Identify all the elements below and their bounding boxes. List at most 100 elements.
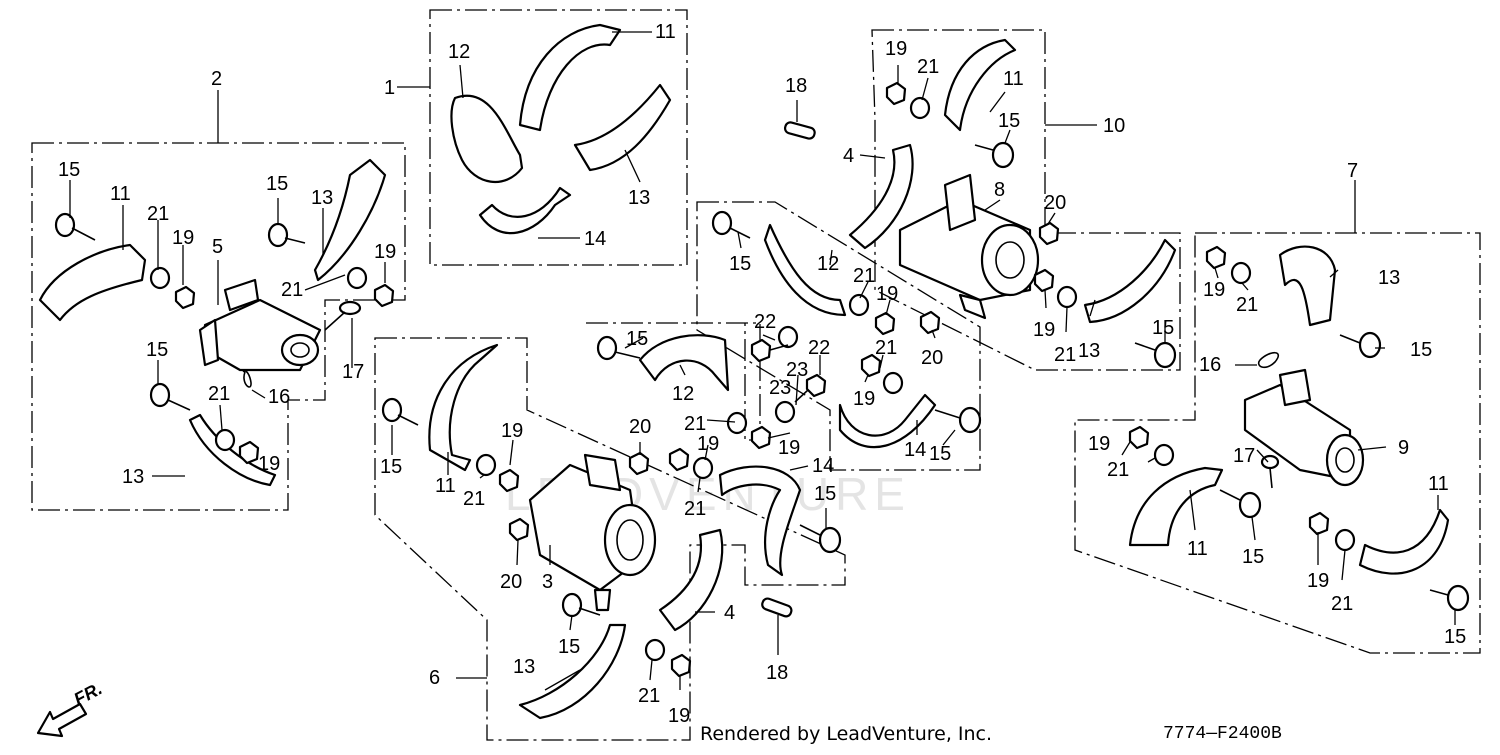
tine-13-center <box>518 623 627 720</box>
callout-21: 21 <box>853 265 875 287</box>
tine-11-left <box>38 243 147 322</box>
nut-20 <box>508 221 1060 542</box>
callout-15: 15 <box>380 456 402 478</box>
callout-19: 19 <box>853 388 875 410</box>
callout-21: 21 <box>208 383 230 405</box>
callout-20: 20 <box>1044 192 1066 214</box>
callout-20: 20 <box>921 347 943 369</box>
bolt-22 <box>750 338 827 403</box>
callout-15: 15 <box>558 636 580 658</box>
group-box-1 <box>429 9 688 266</box>
callout-12: 12 <box>817 253 839 275</box>
tine-13-upper <box>573 83 672 172</box>
callout-11: 11 <box>110 183 131 205</box>
callout-15: 15 <box>729 253 751 275</box>
callout-13: 13 <box>1078 340 1100 362</box>
bolt-15 <box>54 141 1470 618</box>
callout-15: 15 <box>58 159 80 181</box>
callout-18: 18 <box>785 75 807 97</box>
nut-19 <box>174 81 1330 678</box>
tine-13-right <box>1083 238 1177 324</box>
callout-21: 21 <box>281 279 303 301</box>
leader-lines <box>69 31 1456 691</box>
callout-19: 19 <box>172 227 194 249</box>
callout-19: 19 <box>876 283 898 305</box>
callout-14: 14 <box>584 228 606 250</box>
callout-19: 19 <box>501 420 523 442</box>
callout-15: 15 <box>1152 317 1174 339</box>
callout-15: 15 <box>998 110 1020 132</box>
credit-text: Rendered by LeadVenture, Inc. <box>700 723 992 745</box>
callout-9: 9 <box>1398 437 1409 459</box>
group-box-7 <box>1074 232 1481 654</box>
drawing-code: 7774—F2400B <box>1163 724 1282 744</box>
callout-2: 2 <box>211 68 222 90</box>
callout-13: 13 <box>122 466 144 488</box>
callout-21: 21 <box>684 498 706 520</box>
callout-15: 15 <box>814 483 836 505</box>
tine-11-right-upper <box>943 38 1017 132</box>
callout-15: 15 <box>626 328 648 350</box>
tine-14-right <box>838 393 937 449</box>
callout-13: 13 <box>1378 267 1400 289</box>
group-box-10 <box>871 29 1181 371</box>
bolt-17 <box>324 300 1280 489</box>
callout-21: 21 <box>1236 294 1258 316</box>
callout-13: 13 <box>628 187 650 209</box>
callout-15: 15 <box>266 173 288 195</box>
callout-21: 21 <box>1054 344 1076 366</box>
callout-4-upper: 4 <box>843 145 854 167</box>
group-box-6 <box>374 337 846 741</box>
tine-13-left-lower <box>188 413 277 487</box>
callout-16: 16 <box>268 386 290 408</box>
callout-labels: 1 2 3 4 4 5 6 7 8 9 10 11 11 11 11 11 11… <box>58 21 1466 727</box>
pin-16 <box>242 351 1280 388</box>
callout-1: 1 <box>384 77 395 99</box>
callout-21: 21 <box>638 685 660 707</box>
tine-14-center <box>718 465 802 577</box>
callout-15: 15 <box>1444 626 1466 648</box>
callout-19: 19 <box>885 38 907 60</box>
bracket-4-lower <box>658 528 724 632</box>
callout-14: 14 <box>812 455 834 477</box>
callout-12: 12 <box>672 383 694 405</box>
callout-21: 21 <box>1331 593 1353 615</box>
callout-15: 15 <box>1410 339 1432 361</box>
bracket-4-upper <box>848 143 914 250</box>
callout-6: 6 <box>429 667 440 689</box>
callout-22: 22 <box>808 337 830 359</box>
callout-19: 19 <box>697 433 719 455</box>
callout-23: 23 <box>786 359 808 381</box>
callout-5: 5 <box>212 236 223 258</box>
callout-20: 20 <box>629 416 651 438</box>
callout-11: 11 <box>1187 538 1208 560</box>
callout-11: 11 <box>435 475 456 497</box>
tine-11-lower-right <box>1128 466 1224 547</box>
callout-19: 19 <box>1203 279 1225 301</box>
callout-15: 15 <box>1242 546 1264 568</box>
direction-label: FR. <box>70 678 105 709</box>
tine-11-upper <box>518 23 622 132</box>
callout-21: 21 <box>917 56 939 78</box>
tine-11-far-right <box>1358 508 1450 575</box>
callout-13: 13 <box>311 187 333 209</box>
tine-14-upper <box>478 186 572 235</box>
callout-11: 11 <box>1003 68 1024 90</box>
callout-16: 16 <box>1199 354 1221 376</box>
callout-21: 21 <box>1107 459 1129 481</box>
callout-21: 21 <box>147 203 169 225</box>
group-box-14 <box>696 201 981 471</box>
callout-19: 19 <box>374 241 396 263</box>
callout-21: 21 <box>463 488 485 510</box>
group-box-2 <box>31 142 406 511</box>
key-18-upper <box>783 121 816 140</box>
tine-12-right <box>763 223 847 317</box>
callout-19: 19 <box>668 705 690 727</box>
callout-22: 22 <box>754 311 776 333</box>
callout-11: 11 <box>655 21 676 43</box>
callout-19: 19 <box>1307 570 1329 592</box>
hub-9 <box>1243 368 1365 487</box>
callout-17: 17 <box>1233 445 1255 467</box>
washer-21 <box>149 96 1356 662</box>
